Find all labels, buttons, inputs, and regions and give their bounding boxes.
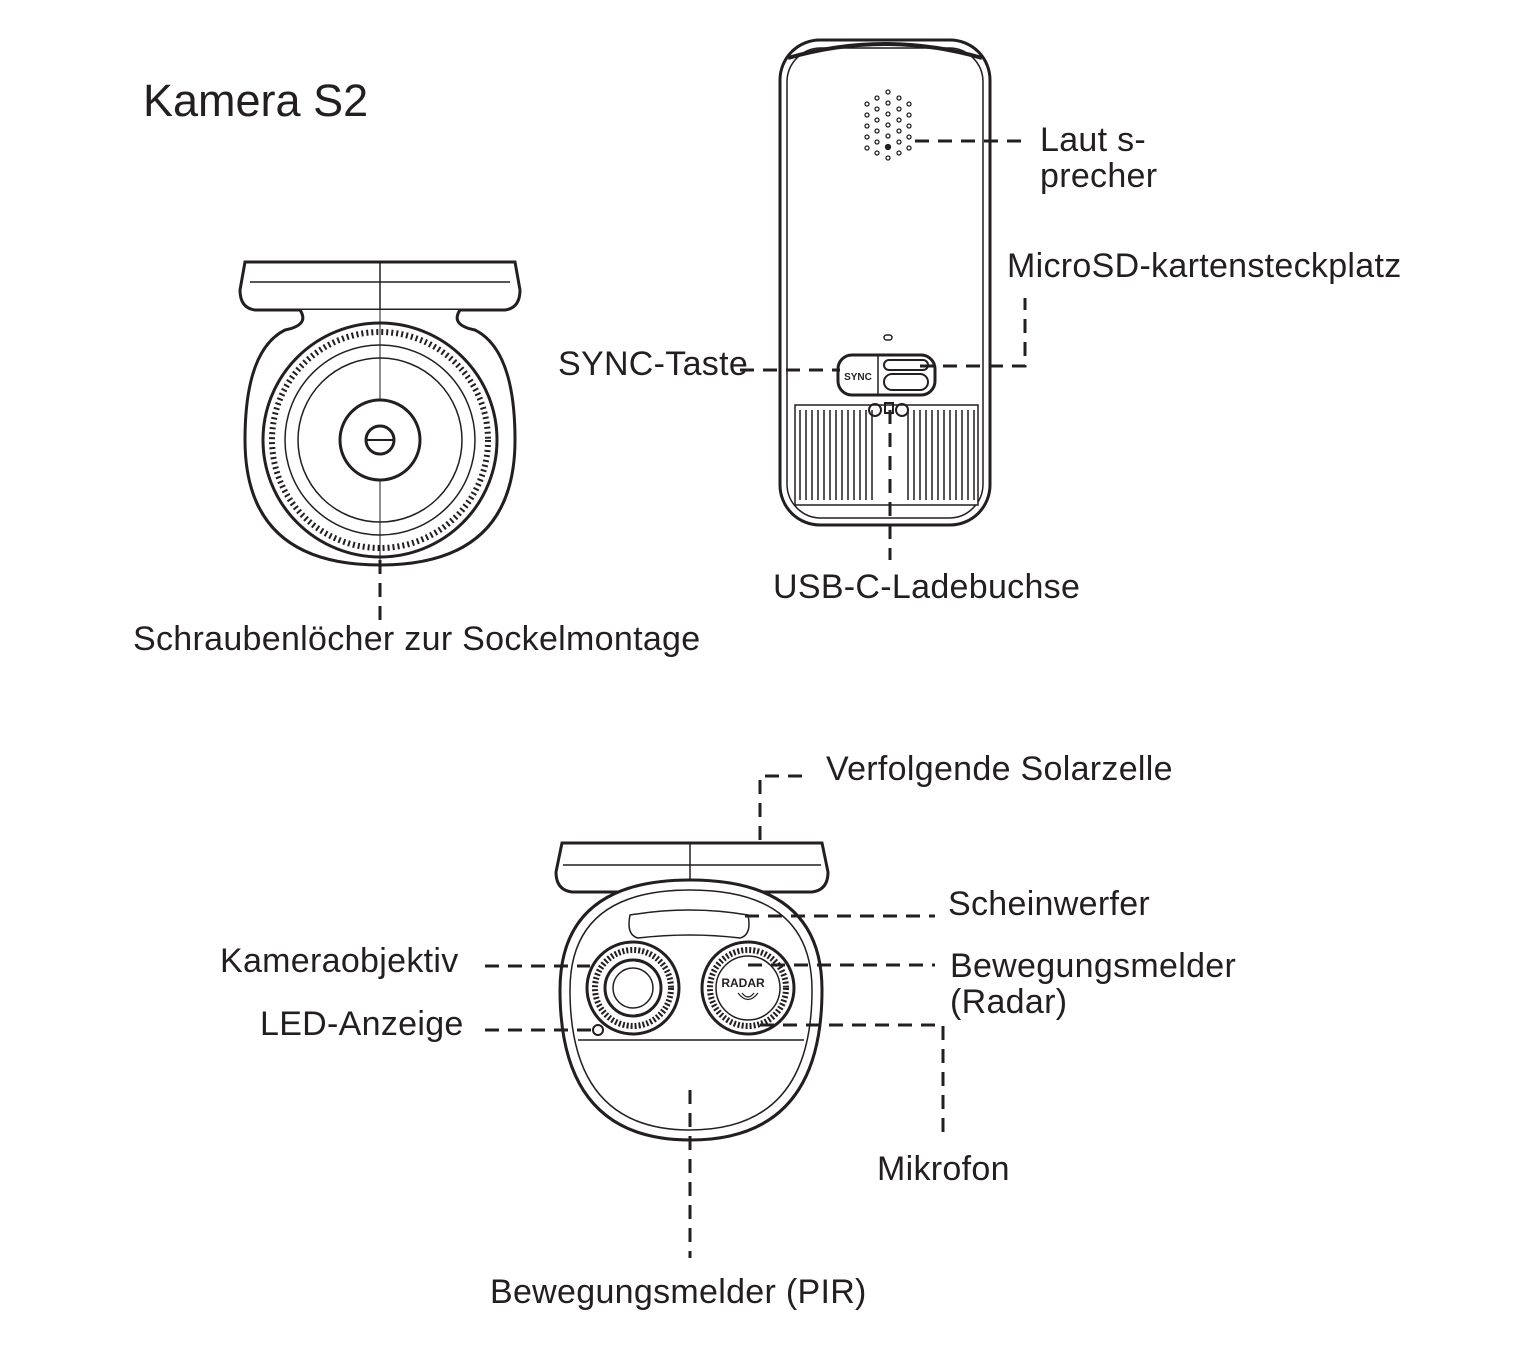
page-title: Kamera S2: [143, 75, 369, 126]
camera-front-view: [554, 841, 830, 1142]
label-usb: USB-C-Ladebuchse: [773, 568, 1081, 606]
leader-lines: [378, 139, 1030, 1258]
speaker-grille: [864, 89, 912, 161]
label-pir: Bewegungsmelder (PIR): [490, 1273, 867, 1311]
leader-microsd: [920, 298, 1027, 368]
label-sync: SYNC-Taste: [558, 345, 749, 383]
leader-solar: [758, 774, 805, 840]
label-led: LED-Anzeige: [260, 1005, 464, 1043]
label-radar-2: (Radar): [950, 983, 1068, 1021]
leader-mic: [760, 1023, 945, 1140]
label-speaker-1: Laut s-: [1040, 121, 1147, 159]
label-speaker-2: precher: [1040, 157, 1158, 195]
label-solar: Verfolgende Solarzelle: [826, 750, 1173, 788]
label-screw-holes: Schraubenlöcher zur Sockelmontage: [133, 620, 701, 658]
camera-back-view: [778, 38, 992, 527]
label-microsd: MicroSD-kartensteckplatz: [1007, 247, 1402, 285]
label-radar-1: Bewegungsmelder: [950, 947, 1237, 985]
label-spotlight: Scheinwerfer: [948, 885, 1151, 923]
sync-button-text: SYNC: [844, 372, 872, 383]
label-mic: Mikrofon: [877, 1150, 1010, 1188]
label-lens: Kameraobjektiv: [220, 942, 459, 980]
radar-badge-text: RADAR: [721, 976, 765, 990]
camera-top-view: [238, 260, 522, 567]
